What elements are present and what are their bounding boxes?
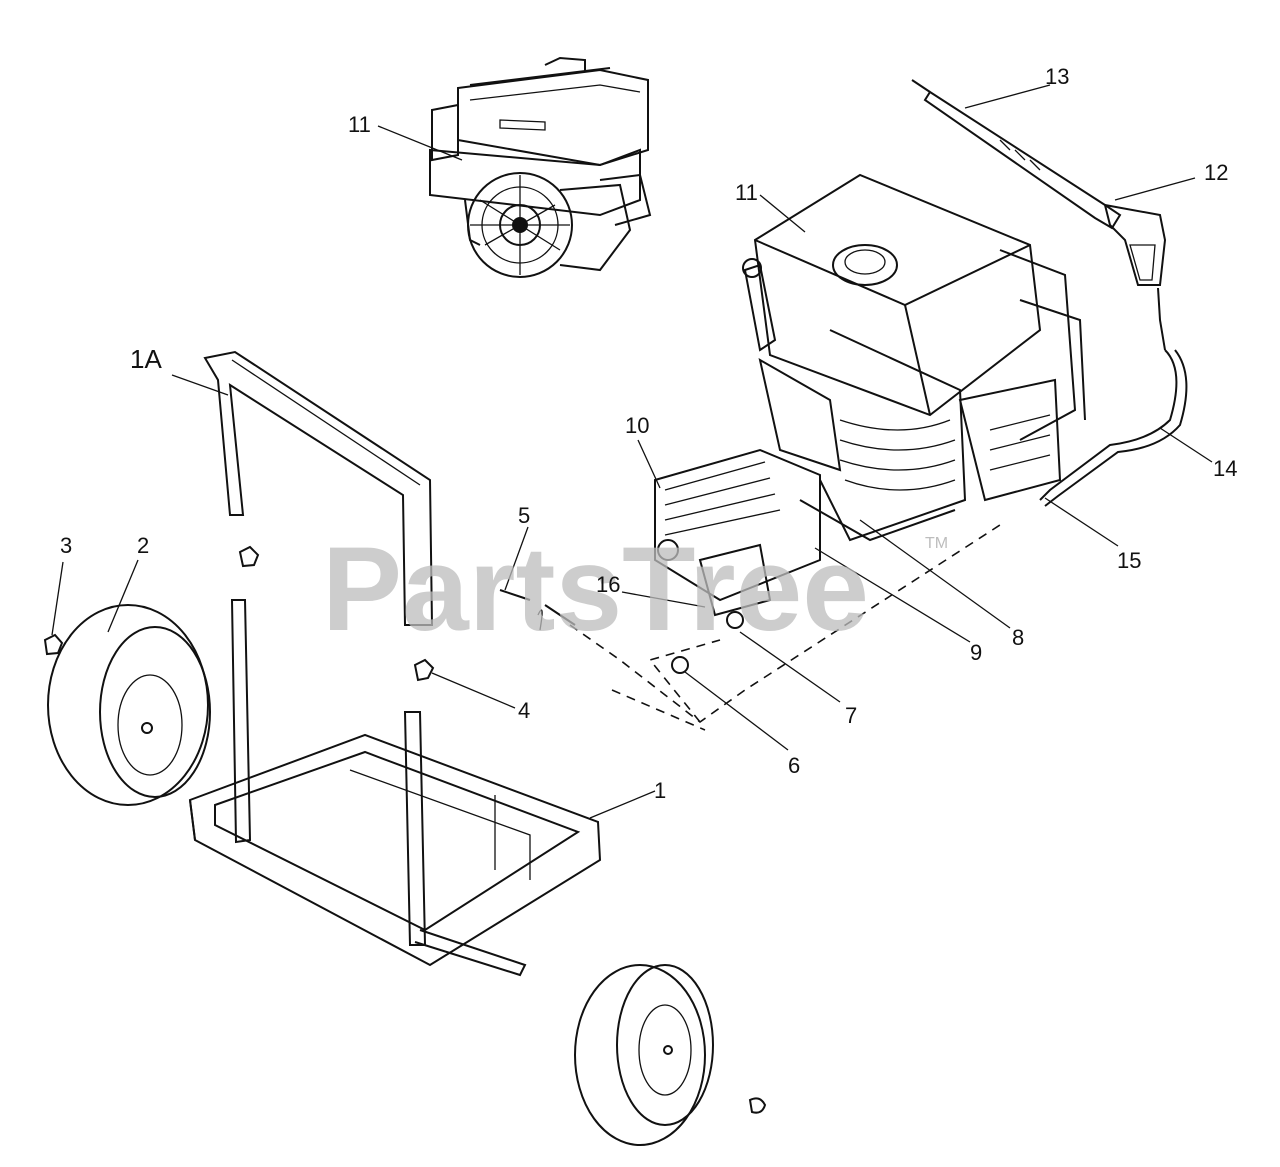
callout-10: 10 <box>625 413 649 438</box>
callout-12: 12 <box>1204 160 1228 185</box>
callout-16: 16 <box>596 572 620 597</box>
frame-illustration <box>188 599 602 977</box>
callout-6: 6 <box>788 753 800 778</box>
leader-line-13 <box>964 84 1051 109</box>
main-engine-illustration <box>742 173 1086 542</box>
leader-line-16 <box>621 591 706 608</box>
assembly-dashed-line <box>569 524 1001 731</box>
leader-line-15 <box>1044 497 1119 547</box>
callout-4: 4 <box>518 698 530 723</box>
pump-illustration <box>654 448 821 629</box>
callout-15: 15 <box>1117 548 1141 573</box>
watermark-text: PartsTree <box>322 522 869 656</box>
leader-line-6 <box>684 671 789 751</box>
small-engine-illustration <box>429 56 652 278</box>
callout-9: 9 <box>970 640 982 665</box>
leader-line-1 <box>589 790 656 819</box>
leader-line-14 <box>1159 427 1213 463</box>
callout-5: 5 <box>518 503 530 528</box>
leader-line-4 <box>431 672 516 709</box>
leader-line-2 <box>107 559 139 633</box>
leader-line-11-engine <box>759 194 806 233</box>
callout-3: 3 <box>60 533 72 558</box>
callout-8: 8 <box>1012 625 1024 650</box>
callout-11-top: 11 <box>348 112 371 137</box>
leader-line-8 <box>859 519 1011 629</box>
handle-illustration <box>203 350 434 626</box>
wheel-left-illustration <box>47 604 211 806</box>
fastener-parts-illustration <box>43 545 767 1114</box>
leader-line-3 <box>51 561 64 636</box>
callout-1A: 1A <box>130 344 162 374</box>
leader-line-1A <box>171 374 229 396</box>
callout-14: 14 <box>1213 456 1237 481</box>
leader-line-11-top <box>377 125 463 161</box>
leader-line-5 <box>504 526 529 591</box>
wheel-right-illustration <box>574 964 714 1146</box>
callout-2: 2 <box>137 533 149 558</box>
spray-gun-and-hose-illustration <box>911 79 1188 507</box>
callout-11-engine: 11 <box>735 180 758 205</box>
leader-line-10 <box>637 439 661 489</box>
callout-13: 13 <box>1045 64 1069 89</box>
watermark-trademark: TM <box>925 535 948 552</box>
callout-7: 7 <box>845 703 857 728</box>
leader-line-7 <box>739 631 841 703</box>
callout-1: 1 <box>654 778 666 803</box>
leader-line-12 <box>1114 177 1196 201</box>
